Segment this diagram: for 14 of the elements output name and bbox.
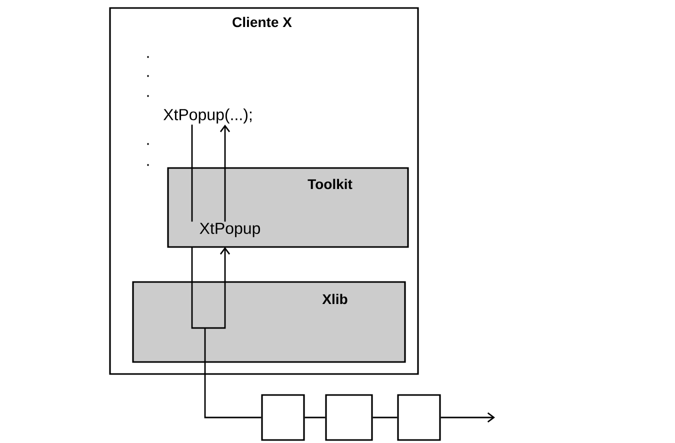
dot-mark: . — [147, 143, 149, 145]
arrow — [220, 124, 230, 222]
code-text: XtPopup(...); — [163, 108, 252, 124]
dot-mark: . — [147, 164, 149, 166]
xlib-box: Xlib — [132, 281, 406, 363]
queue-box — [261, 394, 305, 441]
arrow — [220, 247, 230, 282]
dot-mark: . — [147, 75, 149, 77]
queue-box — [325, 394, 373, 441]
dot-mark: . — [147, 95, 149, 97]
arrow — [440, 412, 495, 423]
dot-mark: . — [147, 56, 149, 58]
function-name: XtPopup — [200, 222, 260, 238]
queue-box — [397, 394, 441, 441]
